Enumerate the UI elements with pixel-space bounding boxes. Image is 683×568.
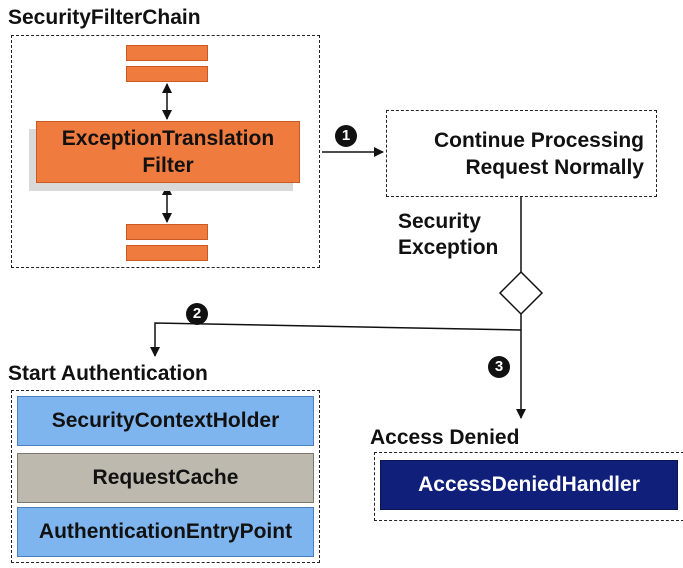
security-exception-label: Security Exception: [398, 209, 498, 261]
filter-bar: [126, 224, 208, 240]
access-denied-container: [374, 452, 683, 521]
step-1-badge: 1: [335, 125, 357, 147]
filter-label-line2: Filter: [142, 154, 194, 177]
access-denied-handler-box: AccessDeniedHandler: [380, 460, 678, 510]
exception-translation-filter: ExceptionTranslation Filter: [36, 121, 300, 183]
filter-bar: [126, 45, 208, 61]
request-cache-box: RequestCache: [17, 453, 314, 503]
continue-processing-box: Continue Processing Request Normally: [386, 110, 657, 197]
filter-chain-title: SecurityFilterChain: [8, 6, 201, 29]
continue-line1: Continue Processing: [433, 128, 644, 152]
security-exception-line2: Exception: [398, 236, 499, 259]
start-auth-container: [11, 390, 320, 563]
security-context-holder-box: SecurityContextHolder: [17, 396, 314, 446]
filter-chain-container: [11, 35, 320, 268]
continue-line2: Request Normally: [465, 155, 644, 179]
start-auth-title: Start Authentication: [8, 362, 208, 385]
filter-label-line1: ExceptionTranslation: [61, 127, 275, 150]
access-denied-title: Access Denied: [370, 426, 520, 449]
authentication-entry-point-box: AuthenticationEntryPoint: [17, 507, 314, 557]
start-auth-arrow: [150, 322, 522, 357]
step-2-badge: 2: [186, 303, 208, 325]
filter-bar: [126, 245, 208, 261]
decision-diamond: [498, 270, 544, 316]
filter-bar: [126, 66, 208, 82]
security-exception-line1: Security: [398, 210, 481, 233]
step-3-badge: 3: [488, 356, 510, 378]
